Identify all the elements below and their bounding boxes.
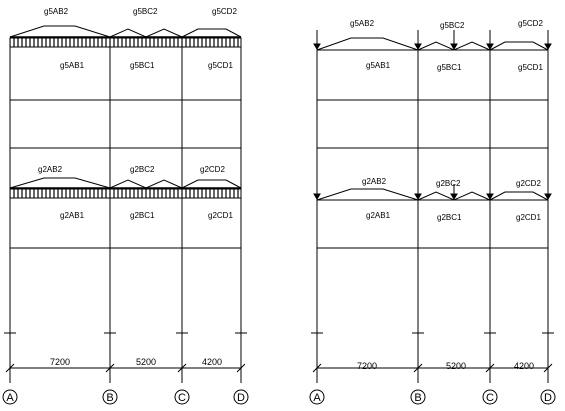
axis-label-b: B <box>414 392 421 404</box>
axis-label-c: C <box>486 392 494 404</box>
load-triangles <box>417 41 491 51</box>
slab-hatch-top <box>9 37 242 48</box>
axis-bubble-b <box>410 389 426 405</box>
load-trapezoid <box>316 37 419 51</box>
axis-bubble-d <box>233 389 249 405</box>
load-trapezoid <box>181 28 242 38</box>
dimension-ab: 7200 <box>357 361 377 371</box>
load-trapezoid <box>489 41 549 51</box>
load-label-mid-bc: g2BC2 <box>436 179 461 188</box>
axis-label-b: B <box>106 392 113 404</box>
load-trapezoid <box>489 191 549 201</box>
dimension-cd: 4200 <box>514 361 534 371</box>
load-label-mid-ab: g2AB2 <box>38 165 63 174</box>
uniform-label-mid-bc: g2BC1 <box>437 213 462 222</box>
load-trapezoid <box>316 188 419 201</box>
uniform-label-mid-bc: g2BC1 <box>130 211 155 220</box>
load-label-mid-cd: g2CD2 <box>516 179 541 188</box>
load-label-mid-cd: g2CD2 <box>200 165 225 174</box>
uniform-label-top-bc: g5BC1 <box>437 63 462 72</box>
load-label-top-bc: g5BC2 <box>440 21 465 30</box>
axis-bubble-b <box>102 389 118 405</box>
uniform-label-mid-ab: g2AB1 <box>60 211 85 220</box>
load-label-top-bc: g5BC2 <box>133 7 158 16</box>
uniform-label-mid-cd: g2CD1 <box>516 213 541 222</box>
axis-label-c: C <box>178 392 186 404</box>
dimension-ab: 7200 <box>50 357 70 367</box>
right-frame <box>309 30 556 405</box>
axis-label-a: A <box>6 392 14 404</box>
left-frame <box>2 25 249 405</box>
load-label-top-ab: g5AB2 <box>44 7 69 16</box>
right-frame-labels: g5AB2 g5BC2 g5CD2 g5AB1 g5BC1 g5CD1 g2AB… <box>313 19 552 404</box>
load-triangles <box>417 191 491 201</box>
load-label-mid-ab: g2AB2 <box>362 177 387 186</box>
axis-bubble-c <box>174 389 190 405</box>
slab-hatch-mid <box>9 188 242 199</box>
load-label-top-ab: g5AB2 <box>350 19 375 28</box>
load-label-top-cd: g5CD2 <box>518 19 543 28</box>
uniform-label-top-cd: g5CD1 <box>518 63 543 72</box>
load-triangles <box>109 28 183 38</box>
uniform-label-top-ab: g5AB1 <box>366 61 391 70</box>
uniform-label-top-bc: g5BC1 <box>130 61 155 70</box>
uniform-label-mid-cd: g2CD1 <box>208 211 233 220</box>
load-label-mid-bc: g2BC2 <box>130 165 155 174</box>
dimension-bc: 5200 <box>136 357 156 367</box>
axis-bubble-c <box>482 389 498 405</box>
dimension-cd: 4200 <box>202 357 222 367</box>
load-triangles <box>109 179 183 189</box>
load-trapezoid <box>181 179 242 189</box>
axis-bubble-a <box>2 389 18 405</box>
uniform-label-top-ab: g5AB1 <box>60 61 85 70</box>
load-trapezoid <box>9 25 111 38</box>
uniform-label-top-cd: g5CD1 <box>208 61 233 70</box>
dimension-bc: 5200 <box>446 361 466 371</box>
axis-label-d: D <box>544 392 552 404</box>
load-trapezoid <box>9 177 111 189</box>
uniform-label-mid-ab: g2AB1 <box>366 211 391 220</box>
axis-bubble-a <box>309 389 325 405</box>
axis-label-a: A <box>313 392 321 404</box>
load-label-top-cd: g5CD2 <box>212 7 237 16</box>
axis-bubble-d <box>540 389 556 405</box>
axis-label-d: D <box>237 392 245 404</box>
left-frame-labels: g5AB2 g5BC2 g5CD2 g5AB1 g5BC1 g5CD1 g2AB… <box>6 7 245 404</box>
